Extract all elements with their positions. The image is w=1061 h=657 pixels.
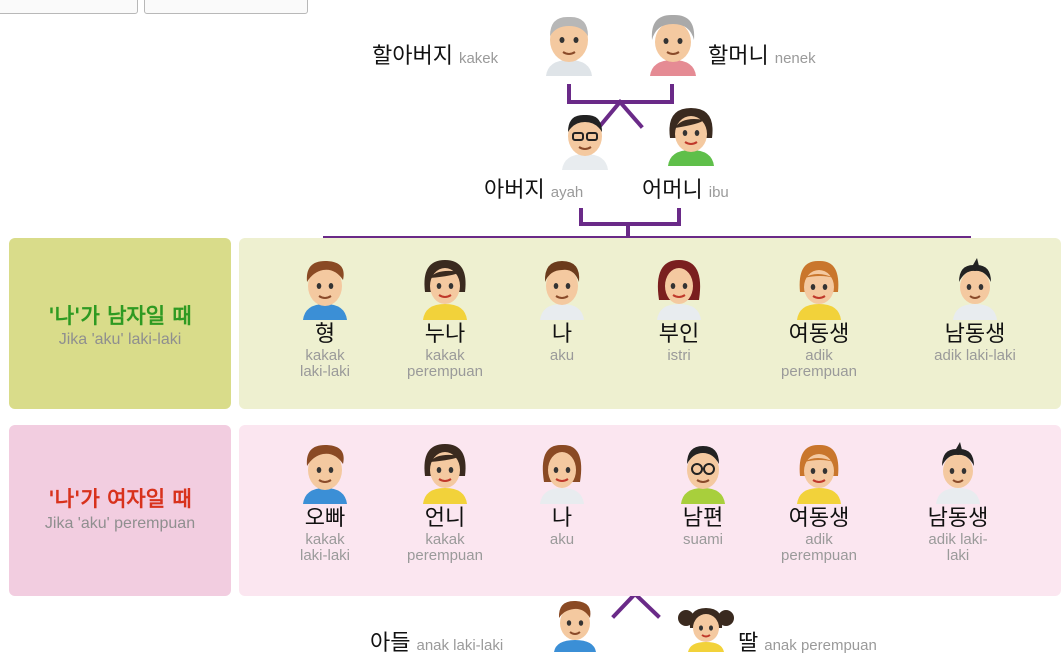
husband-face-icon [681, 446, 725, 504]
daughter-face-icon [678, 608, 734, 652]
older-brother-face-icon [303, 444, 347, 504]
male-member-younger-sister: 여동생 adik perempuan [754, 256, 884, 380]
male-section-subtitle: Jika 'aku' laki-laki [58, 331, 182, 348]
mother-id: ibu [708, 184, 729, 201]
grandmother-ko: 할머니 [708, 44, 769, 69]
female-member-id: adik laki- [928, 531, 988, 548]
female-section-members-panel [239, 425, 1061, 596]
male-member-id: kakak [425, 347, 465, 364]
male-section-members-panel [239, 238, 1061, 409]
grandparents-v-left [597, 99, 623, 129]
female-member-self: 나 aku [497, 440, 627, 548]
grandmother-id: nenek [774, 50, 816, 67]
female-member-older-brother: 오빠 kakak laki-laki [260, 440, 390, 564]
female-member-id2: laki-laki [299, 547, 350, 564]
son-ko: 아들 [370, 631, 411, 656]
male-member-wife: 부인 istri [614, 256, 744, 364]
female-member-ko: 오빠 [304, 506, 346, 531]
daughter-ko: 딸 [738, 631, 759, 656]
self-female-face-icon [540, 444, 584, 504]
female-member-older-sister: 언니 kakak perempuan [380, 440, 510, 564]
parents-bracket [579, 208, 681, 226]
male-member-id2: laki-laki [299, 363, 350, 380]
top-tab-left[interactable] [0, 0, 138, 14]
mother-label: 어머니 ibu [642, 172, 729, 204]
daughter-label: 딸 anak perempuan [738, 625, 877, 657]
wife-face-icon [657, 260, 701, 320]
female-member-younger-brother: 남동생 adik laki- laki [893, 440, 1023, 564]
father-label: 아버지 ayah [484, 172, 583, 204]
female-member-id: kakak [305, 531, 345, 548]
grandfather-face-icon [546, 16, 592, 76]
male-member-older-brother: 형 kakak laki-laki [260, 256, 390, 380]
female-member-id2: perempuan [781, 547, 857, 564]
female-member-ko: 여동생 [788, 506, 850, 531]
female-section-title: '나'가 여자일 때 [48, 487, 192, 511]
female-member-ko: 언니 [424, 506, 466, 531]
children-v-right [632, 591, 661, 619]
male-member-id: kakak [305, 347, 345, 364]
male-member-older-sister: 누나 kakak perempuan [380, 256, 510, 380]
father-ko: 아버지 [484, 178, 545, 203]
male-member-ko: 누나 [424, 322, 466, 347]
male-member-id: adik laki-laki [934, 347, 1016, 364]
male-member-id2: perempuan [407, 363, 483, 380]
male-member-id2: perempuan [781, 363, 857, 380]
son-label: 아들 anak laki-laki [370, 625, 503, 657]
male-member-ko: 형 [314, 322, 336, 347]
male-section-side-panel: '나'가 남자일 때 Jika 'aku' laki-laki [9, 238, 231, 409]
female-section-side-panel: '나'가 여자일 때 Jika 'aku' perempuan [9, 425, 231, 596]
children-v-left [611, 591, 638, 619]
male-member-id: adik [805, 347, 833, 364]
younger-brother-face-icon [953, 258, 997, 320]
female-section-subtitle: Jika 'aku' perempuan [44, 515, 196, 532]
male-member-younger-brother: 남동생 adik laki-laki [910, 256, 1040, 364]
grandmother-face-icon [650, 14, 696, 76]
male-member-id: aku [549, 347, 575, 364]
older-sister-face-icon [423, 260, 467, 320]
grandmother-label: 할머니 nenek [708, 38, 816, 70]
female-member-id: aku [549, 531, 575, 548]
female-member-ko: 나 [551, 506, 573, 531]
male-member-ko: 부인 [658, 322, 700, 347]
female-member-younger-sister: 여동생 adik perempuan [754, 440, 884, 564]
younger-sister-face-icon [797, 260, 841, 320]
female-member-id2: perempuan [407, 547, 483, 564]
grandfather-label: 할아버지 kakek [372, 38, 498, 70]
father-id: ayah [550, 184, 584, 201]
female-member-ko: 남편 [682, 506, 724, 531]
self-male-face-icon [540, 261, 584, 320]
male-member-ko: 여동생 [788, 322, 850, 347]
older-brother-face-icon [303, 260, 347, 320]
female-member-ko: 남동생 [927, 506, 989, 531]
male-member-id: istri [667, 347, 691, 364]
female-member-id2: laki [946, 547, 970, 564]
male-member-self: 나 aku [497, 256, 627, 364]
mother-face-icon [668, 108, 714, 166]
father-face-icon [562, 114, 608, 170]
female-member-husband: 남편 suami [638, 440, 768, 548]
grandparents-v-right [617, 99, 644, 129]
female-member-id: suami [682, 531, 723, 548]
male-member-ko: 나 [551, 322, 573, 347]
older-sister-face-icon [423, 444, 467, 504]
mother-ko: 어머니 [642, 178, 703, 203]
younger-brother-face-icon [936, 442, 980, 504]
grandfather-ko: 할아버지 [372, 44, 453, 69]
top-tab-right[interactable] [144, 0, 308, 14]
male-member-ko: 남동생 [944, 322, 1006, 347]
son-id: anak laki-laki [416, 637, 504, 654]
grandfather-id: kakek [458, 50, 499, 67]
male-section-title: '나'가 남자일 때 [48, 304, 192, 328]
female-member-id: kakak [425, 531, 465, 548]
daughter-id: anak perempuan [764, 637, 877, 654]
son-face-icon [554, 600, 596, 652]
younger-sister-face-icon [797, 444, 841, 504]
female-member-id: adik [805, 531, 833, 548]
